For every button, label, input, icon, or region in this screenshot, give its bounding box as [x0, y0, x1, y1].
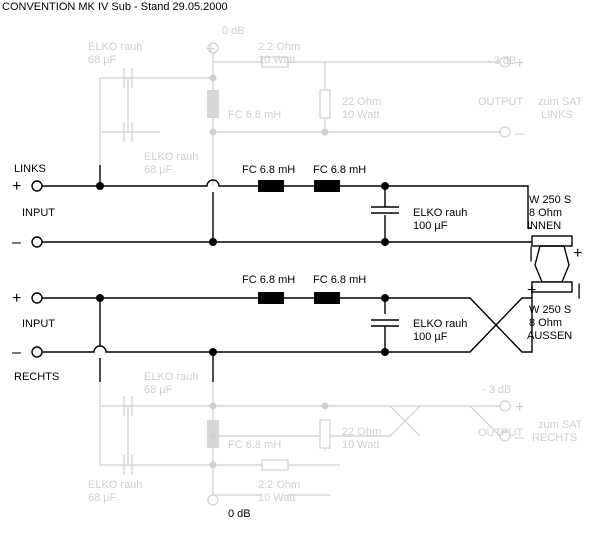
faded-bottom-sat-line1: zum SAT: [538, 419, 583, 431]
rechts-driver-position: AUSSEN: [527, 330, 572, 342]
rechts-inductor-1: [258, 292, 284, 304]
links-elko-value: 100 µF: [413, 220, 448, 232]
links-fc2-label: FC 6.8 mH: [313, 164, 366, 176]
faded-top-output-minus: –: [515, 125, 524, 142]
faded-top-output-plus: +: [515, 55, 524, 72]
links-channel: LINKS + – INPUT ELKO rauh 68 µF FC 6.8 m…: [12, 151, 571, 251]
faded-top-plus-terminal: [499, 56, 511, 68]
driver-pair: | + + |: [527, 235, 582, 299]
links-driver-model: W 250 S: [529, 194, 571, 206]
faded-top-plus-sign: +: [206, 41, 215, 58]
links-input-label: INPUT: [22, 207, 55, 219]
rechts-label: RECHTS: [14, 371, 59, 383]
faded-bottom-res-shunt: 22 Ohm: [342, 426, 381, 438]
driver-chamber: [534, 245, 570, 283]
diagram-title: CONVENTION MK IV Sub - Stand 29.05.2000: [2, 1, 228, 13]
bottom-zero-db: 0 dB: [228, 508, 251, 520]
faded-top-sat-line2: LINKS: [541, 109, 573, 121]
faded-bottom-output: OUTPUT: [478, 427, 524, 439]
faded-bottom-elko-value: 68 µF: [144, 384, 173, 396]
faded-top-section: + 0 dB ELKO rauh 68 µF 2.2 Ohm 10 Watt -…: [88, 25, 583, 185]
faded-top-resistor-series: [261, 56, 289, 68]
driver-aussen-cone: [531, 281, 573, 293]
links-capacitor: [371, 193, 399, 214]
rechts-driver-model: W 250 S: [529, 304, 571, 316]
rechts-fc1-label: FC 6.8 mH: [242, 274, 295, 286]
faded-bottom-res-series: 2.2 Ohm: [258, 479, 300, 491]
links-faded-elko-value: 68 µF: [144, 164, 173, 176]
driver-innen-plus: +: [573, 245, 582, 262]
links-elko-label: ELKO rauh: [413, 207, 467, 219]
faded-top-minus3db: - 3 dB: [487, 55, 516, 67]
links-fc1-label: FC 6.8 mH: [242, 164, 295, 176]
faded-top-resistor-shunt: [319, 89, 331, 119]
driver-innen-cone: [531, 235, 573, 247]
faded-bottom-output-minus: –: [515, 429, 524, 446]
links-plus-sign: +: [12, 178, 21, 195]
rechts-capacitor: [371, 319, 399, 327]
faded-top-res-series-power: 10 Watt: [258, 54, 296, 66]
rechts-inductor-2: [314, 292, 340, 304]
faded-top-fc: FC 6.8 mH: [228, 109, 281, 121]
faded-bottom-res-shunt-power: 10 Watt: [342, 439, 380, 451]
rechts-fc2-label: FC 6.8 mH: [313, 274, 366, 286]
links-inductor-2: [314, 180, 340, 192]
faded-bottom-zero-db-terminal: [207, 494, 219, 506]
rechts-plus-sign: +: [12, 290, 21, 307]
faded-top-res-series: 2.2 Ohm: [258, 41, 300, 53]
faded-bottom-section: ELKO rauh 68 µF - 3 dB + – FC 6.8 mH 22 …: [88, 371, 583, 506]
faded-top-inductor: [207, 90, 219, 118]
faded-bottom-elko2: ELKO rauh: [88, 479, 142, 491]
rechts-input-plus-terminal[interactable]: [31, 292, 43, 304]
links-input-minus-terminal[interactable]: [31, 236, 43, 248]
faded-bottom-resistor-shunt: [319, 419, 331, 449]
faded-top-sat-line1: zum SAT: [538, 96, 583, 108]
rechts-driver-impedance: 8 Ohm: [529, 317, 562, 329]
faded-bottom-plus-terminal: [499, 400, 511, 412]
rechts-channel: + – INPUT RECHTS FC 6.8 mH FC 6.8 mH ELK…: [12, 274, 572, 383]
faded-bottom-minus-terminal: [499, 430, 511, 442]
faded-bottom-output-plus: +: [515, 399, 524, 416]
faded-bottom-res-series-power: 10 Watt: [258, 492, 296, 504]
rechts-input-minus-terminal[interactable]: [31, 346, 43, 358]
driver-aussen-bar: |: [577, 282, 581, 299]
faded-bottom-elko2-value: 68 µF: [88, 492, 117, 504]
rechts-minus-sign: –: [12, 344, 21, 361]
driver-innen-bar: |: [529, 245, 533, 262]
faded-top-zero-db: 0 dB: [222, 25, 245, 37]
links-input-plus-terminal[interactable]: [31, 180, 43, 192]
faded-bottom-fc: FC 6.8 mH: [228, 439, 281, 451]
faded-top-output: OUTPUT: [478, 96, 524, 108]
links-inductor-1: [258, 180, 284, 192]
links-driver-position: INNEN: [527, 220, 561, 232]
faded-top-res-shunt-power: 10 Watt: [342, 109, 380, 121]
links-label: LINKS: [14, 163, 46, 175]
faded-top-zero-db-terminal: [207, 42, 219, 54]
links-faded-elko: ELKO rauh: [144, 151, 198, 163]
rechts-input-label: INPUT: [22, 318, 55, 330]
faded-top-elko-value: 68 µF: [88, 54, 117, 66]
faded-top-res-shunt: 22 Ohm: [342, 96, 381, 108]
links-minus-sign: –: [12, 234, 21, 251]
faded-bottom-elko: ELKO rauh: [144, 371, 198, 383]
driver-aussen-plus: +: [527, 282, 536, 299]
faded-bottom-sat-line2: RECHTS: [532, 432, 577, 444]
faded-top-minus-terminal: [499, 126, 511, 138]
faded-bottom-minus3db: - 3 dB: [482, 384, 511, 396]
links-driver-impedance: 8 Ohm: [529, 207, 562, 219]
rechts-elko-label: ELKO rauh: [413, 318, 467, 330]
rechts-elko-value: 100 µF: [413, 331, 448, 343]
faded-bottom-resistor-series: [261, 459, 289, 471]
faded-top-elko: ELKO rauh: [88, 41, 142, 53]
